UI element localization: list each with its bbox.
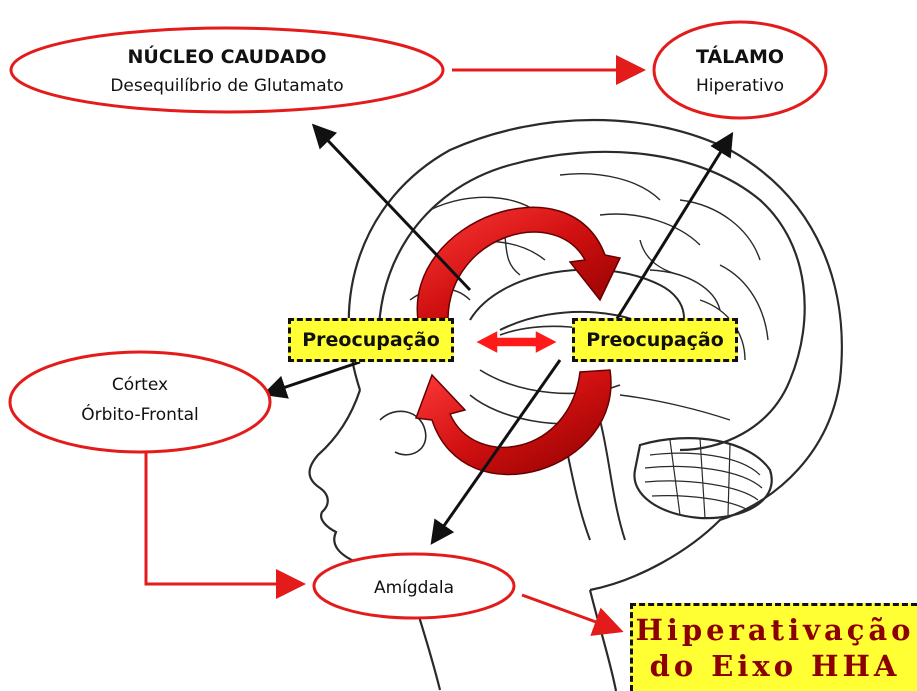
nucleo-subtitle: Desequilíbrio de Glutamato bbox=[110, 76, 343, 96]
talamo-title: TÁLAMO bbox=[696, 45, 784, 68]
double-arrow-preocupacao bbox=[475, 330, 558, 354]
neck-line bbox=[590, 590, 616, 691]
cycle-arrow-top bbox=[417, 207, 620, 320]
preocupacao-left-box: Preocupação bbox=[288, 318, 454, 362]
arrow-to-cortex bbox=[268, 362, 360, 393]
ellipse-amigdala: Amígdala bbox=[314, 554, 514, 618]
cortex-line1: Córtex bbox=[112, 375, 168, 395]
connector-amigdala-hha bbox=[522, 595, 618, 630]
preocupacao-right-box: Preocupação bbox=[572, 318, 738, 362]
hha-box: Hiperativação do Eixo HHA bbox=[630, 603, 917, 691]
nucleo-title: NÚCLEO CAUDADO bbox=[127, 44, 326, 68]
arrow-to-talamo bbox=[610, 137, 730, 330]
face-profile bbox=[310, 390, 440, 690]
cortex-line2: Órbito-Frontal bbox=[81, 403, 199, 425]
preocupacao-right-label: Preocupação bbox=[586, 329, 724, 351]
connector-cortex-amigdala bbox=[146, 452, 300, 584]
hha-line2: do Eixo HHA bbox=[633, 648, 917, 684]
ellipse-talamo: TÁLAMO Hiperativo bbox=[654, 22, 826, 118]
ellipse-nucleo-caudado: NÚCLEO CAUDADO Desequilíbrio de Glutamat… bbox=[11, 28, 443, 112]
amigdala-title: Amígdala bbox=[374, 578, 454, 598]
talamo-subtitle: Hiperativo bbox=[696, 76, 784, 96]
hha-line1: Hiperativação bbox=[633, 612, 917, 648]
preocupacao-left-label: Preocupação bbox=[302, 329, 440, 351]
ellipse-cortex: Córtex Órbito-Frontal bbox=[10, 352, 270, 452]
